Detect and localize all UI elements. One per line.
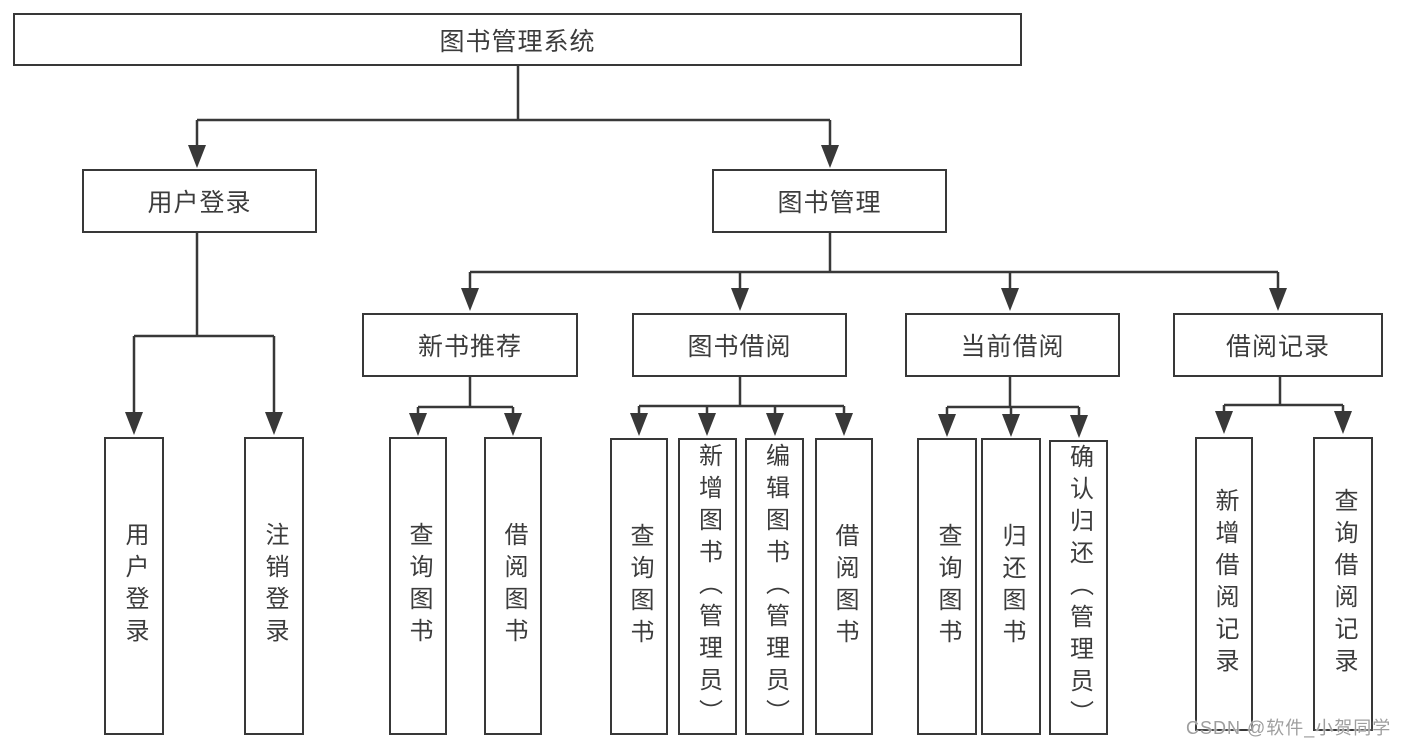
node-label: 借阅图书 — [831, 522, 858, 651]
node-borrow-records: 借阅记录 — [1173, 313, 1383, 377]
node-current-borrow: 当前借阅 — [905, 313, 1120, 377]
node-label: 新增图书（管理员） — [694, 442, 722, 731]
node-user-login-group: 用户登录 — [82, 169, 317, 233]
arrowheads-current-borrow-branch — [938, 414, 1088, 438]
node-label: 归还图书 — [998, 522, 1025, 651]
leaf-query-books-2: 查询图书 — [610, 438, 668, 735]
leaf-user-login: 用户登录 — [104, 437, 164, 735]
node-label: 图书借阅 — [687, 333, 792, 361]
leaf-logout: 注销登录 — [244, 437, 304, 735]
node-label: 借阅记录 — [1225, 333, 1330, 361]
leaf-add-borrow-record: 新增借阅记录 — [1195, 437, 1253, 731]
csdn-watermark: CSDN @软件_小贺同学 — [1186, 718, 1392, 738]
node-book-borrow: 图书借阅 — [632, 313, 847, 377]
connector-current-borrow-branch — [945, 377, 1081, 415]
leaf-edit-books-admin: 编辑图书（管理员） — [745, 438, 804, 735]
arrowheads-level1 — [188, 145, 839, 168]
connector-root-to-level1 — [195, 66, 832, 147]
leaf-borrow-books-1: 借阅图书 — [484, 437, 542, 735]
node-label: 图书管理 — [777, 189, 882, 217]
node-new-books: 新书推荐 — [362, 313, 578, 377]
arrowheads-level2 — [461, 288, 1287, 311]
node-label: 查询图书 — [626, 522, 653, 651]
node-label: 查询借阅记录 — [1330, 488, 1357, 680]
node-label: 查询图书 — [934, 522, 961, 651]
leaf-query-borrow-record: 查询借阅记录 — [1313, 437, 1373, 731]
node-label: 用户登录 — [121, 522, 148, 650]
leaf-query-books-3: 查询图书 — [917, 438, 977, 735]
node-label: 新增借阅记录 — [1211, 488, 1238, 680]
node-book-management: 图书管理 — [712, 169, 947, 233]
node-label: 确认归还（管理员） — [1065, 443, 1093, 732]
node-label: 图书管理系统 — [439, 27, 596, 56]
node-label: 借阅图书 — [500, 522, 527, 650]
node-root-library-system: 图书管理系统 — [13, 13, 1022, 66]
node-label: 查询图书 — [405, 522, 432, 650]
arrowheads-book-borrow-branch — [630, 413, 853, 436]
leaf-add-books-admin: 新增图书（管理员） — [678, 438, 737, 735]
connector-book-borrow-branch — [637, 377, 846, 414]
connector-user-login-branch — [132, 233, 276, 414]
leaf-query-books-1: 查询图书 — [389, 437, 447, 735]
node-label: 编辑图书（管理员） — [761, 442, 789, 731]
arrowheads-user-login-branch — [125, 412, 283, 435]
leaf-return-books: 归还图书 — [981, 438, 1041, 735]
node-label: 新书推荐 — [417, 333, 522, 361]
arrowheads-new-books-branch — [409, 413, 522, 436]
arrowheads-borrow-records-branch — [1215, 411, 1352, 434]
node-label: 注销登录 — [261, 522, 288, 650]
connector-new-books-branch — [416, 377, 515, 414]
connector-borrow-records-branch — [1222, 377, 1345, 412]
node-label: 用户登录 — [147, 189, 252, 217]
connector-book-management-to-level2 — [468, 233, 1280, 289]
leaf-confirm-return-admin: 确认归还（管理员） — [1049, 440, 1108, 735]
leaf-borrow-books-2: 借阅图书 — [815, 438, 873, 735]
node-label: 当前借阅 — [960, 333, 1065, 361]
